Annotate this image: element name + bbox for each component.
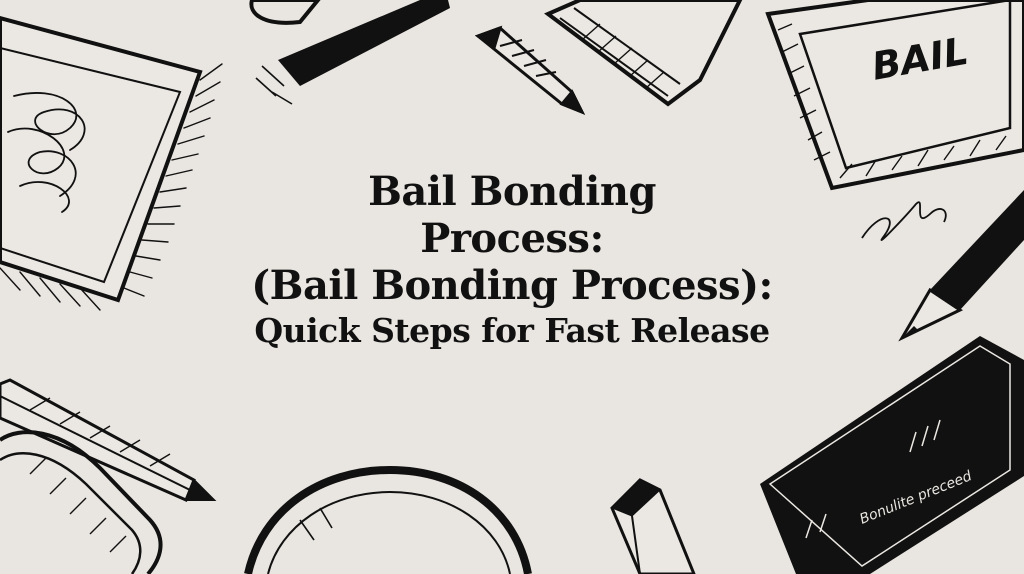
title-line-3: (Bail Bonding Process):: [251, 262, 773, 309]
notecard-icon: [544, 0, 743, 107]
long-pencil-icon: [0, 378, 217, 502]
title-line-1: Bail Bonding: [368, 168, 656, 215]
bail-card-icon: [765, 0, 1024, 191]
paper-sheet-icon: [0, 15, 223, 311]
fountain-pen-icon: [898, 190, 1024, 342]
scribble-icon: [861, 201, 947, 241]
headline: Bail Bonding Process: (Bail Bonding Proc…: [212, 168, 812, 353]
subtitle: Quick Steps for Fast Release: [254, 311, 770, 350]
pencil-icon: [474, 25, 586, 115]
dark-card-icon: [760, 336, 1024, 574]
eraser-icon: [610, 478, 696, 574]
paper-clip-icon: [0, 430, 163, 574]
title-line-2: Process:: [420, 215, 604, 262]
marker-pen-icon: [249, 0, 450, 105]
magnifier-icon: [244, 465, 532, 574]
